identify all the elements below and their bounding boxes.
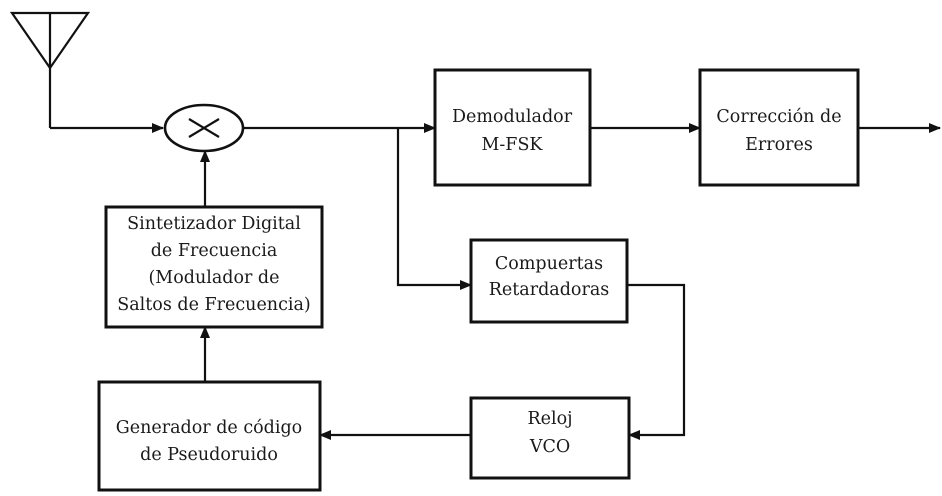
- error-correction-block: Corrección de Errores: [698, 68, 860, 187]
- pn-generator-label-line2: de Pseudoruido: [140, 445, 278, 465]
- delay-gates-block: Compuertas Retardadoras: [469, 238, 629, 324]
- delay-gates-label-line2: Retardadoras: [489, 280, 610, 300]
- mixer-multiplier-icon: [163, 103, 245, 153]
- synthesizer-label-line1: Sintetizador Digital: [127, 214, 301, 234]
- antenna-icon: [9, 11, 91, 128]
- vco-clock-label-line2: VCO: [529, 437, 570, 457]
- vco-clock-label-line1: Reloj: [527, 409, 572, 429]
- synthesizer-label-line2: de Frecuencia: [151, 241, 278, 261]
- wire-branch-to-delay-gates: [396, 128, 472, 290]
- delay-gates-label-line1: Compuertas: [495, 254, 603, 274]
- wire-delay-to-vco: [627, 283, 686, 440]
- demodulator-label-line2: M-FSK: [481, 135, 543, 155]
- frequency-synthesizer-block: Sintetizador Digital de Frecuencia (Modu…: [104, 205, 324, 329]
- demodulator-label-line1: Demodulador: [452, 107, 573, 127]
- error-correction-label-line2: Errores: [745, 135, 813, 155]
- demodulator-block: Demodulador M-FSK: [433, 68, 592, 187]
- pn-generator-label-line1: Generador de código: [116, 418, 302, 438]
- synthesizer-label-line4: Saltos de Frecuencia): [117, 295, 310, 315]
- synthesizer-label-line3: (Modulador de: [148, 268, 279, 288]
- error-correction-label-line1: Corrección de: [716, 107, 841, 127]
- pseudonoise-generator-block: Generador de código de Pseudoruido: [97, 380, 322, 492]
- vco-clock-block: Reloj VCO: [469, 396, 631, 480]
